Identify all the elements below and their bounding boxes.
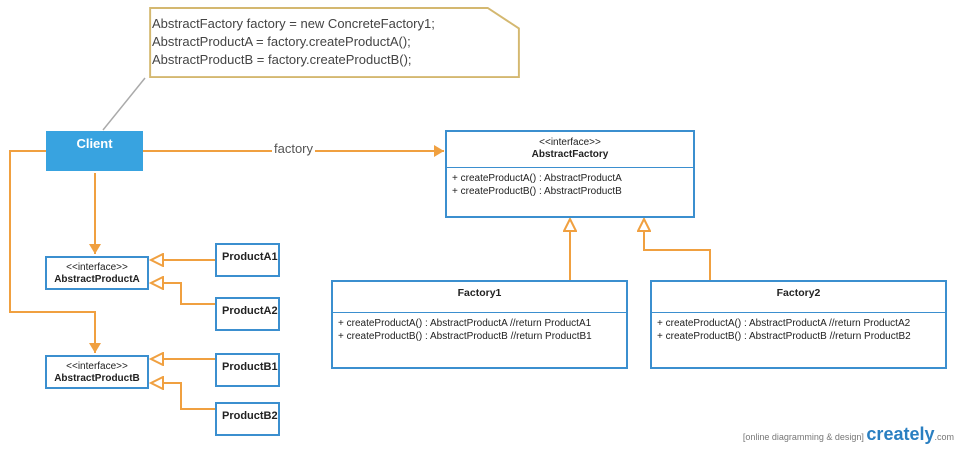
note-line: AbstractProductB = factory.createProduct…	[152, 52, 412, 67]
class-name: AbstractFactory	[531, 149, 609, 160]
note-line: AbstractFactory factory = new ConcreteFa…	[152, 16, 435, 31]
abstract-factory-ops: + createProductA() : AbstractProductA + …	[452, 173, 622, 197]
note-text: AbstractFactory factory = new ConcreteFa…	[152, 15, 435, 69]
product-b2-class[interactable]: ProductB2	[215, 402, 280, 436]
factory2-ops: + createProductA() : AbstractProductA //…	[657, 318, 911, 342]
factory1-ops: + createProductA() : AbstractProductA //…	[338, 318, 592, 342]
divider	[447, 167, 693, 168]
factory2-class[interactable]: Factory2 + createProductA() : AbstractPr…	[650, 280, 947, 369]
brand-logo: creately	[866, 424, 935, 444]
factory1-class[interactable]: Factory1 + createProductA() : AbstractPr…	[331, 280, 628, 369]
code-note	[149, 7, 520, 79]
factory-association-label: factory	[272, 141, 316, 156]
brand-suffix: .com	[934, 432, 954, 442]
note-line: AbstractProductA = factory.createProduct…	[152, 34, 411, 49]
product-a1-class[interactable]: ProductA1	[215, 243, 280, 277]
abstract-factory-class[interactable]: <<interface>> AbstractFactory + createPr…	[445, 130, 695, 218]
client-to-product-b-arrow	[9, 150, 101, 353]
footer: [online diagramming & design] creately.c…	[743, 424, 954, 445]
class-name: Factory2	[776, 287, 821, 299]
note-connector	[102, 77, 146, 131]
a2-realization	[151, 283, 215, 305]
class-name: ProductB2	[222, 410, 278, 422]
class-name: ProductB1	[222, 361, 278, 373]
class-name: AbstractProductB	[54, 373, 140, 384]
footer-caption: [online diagramming & design]	[742, 432, 864, 442]
abstract-product-a-class[interactable]: <<interface>> AbstractProductA	[45, 256, 149, 290]
class-name: ProductA2	[222, 305, 278, 317]
product-a2-class[interactable]: ProductA2	[215, 297, 280, 331]
abstract-factory-header: <<interface>> AbstractFactory	[447, 132, 693, 167]
client-box[interactable]: Client	[46, 131, 143, 171]
divider	[652, 312, 945, 313]
class-name: ProductA1	[222, 251, 278, 263]
factory2-realization	[644, 219, 711, 281]
class-name: AbstractProductA	[54, 274, 140, 285]
stereotype: <<interface>>	[66, 361, 128, 372]
abstract-product-b-class[interactable]: <<interface>> AbstractProductB	[45, 355, 149, 389]
product-b1-class[interactable]: ProductB1	[215, 353, 280, 387]
client-label: Client	[76, 136, 113, 151]
divider	[333, 312, 626, 313]
class-name: Factory1	[457, 287, 502, 299]
stereotype: <<interface>>	[539, 137, 601, 148]
b2-realization	[151, 383, 215, 410]
stereotype: <<interface>>	[66, 262, 128, 273]
